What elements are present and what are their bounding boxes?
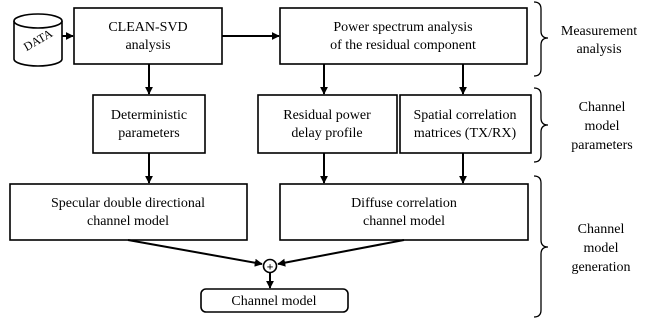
spatial-corr-label-line2: matrices (TX/RX) (414, 126, 517, 141)
diffuse-label-line1: Diffuse correlation (351, 196, 457, 211)
channel-model-output-box: Channel model (200, 288, 349, 313)
measurement-stage-line1: Measurement (561, 24, 637, 39)
spatial-correlation-box: Spatial correlation matrices (TX/RX) (399, 94, 532, 154)
measurement-stage-brace (533, 1, 549, 77)
diffuse-label-line2: channel model (363, 214, 445, 229)
specular-label-line2: channel model (87, 214, 169, 229)
parameters-stage-label: Channel model parameters (571, 100, 632, 153)
generation-stage-label: Channel model generation (571, 222, 630, 275)
deterministic-parameters-box: Deterministic parameters (92, 94, 206, 154)
generation-stage-brace (533, 175, 549, 318)
measurement-stage-label: Measurement analysis (561, 24, 637, 57)
deterministic-label-line1: Deterministic (111, 108, 187, 123)
specular-channel-model-box: Specular double directional channel mode… (9, 183, 248, 241)
residual-pdp-label-line1: Residual power (283, 108, 371, 123)
power-spectrum-label-line1: Power spectrum analysis (333, 20, 472, 35)
deterministic-label-line2: parameters (118, 126, 179, 141)
parameters-stage-brace (533, 87, 549, 163)
clean-svd-label-line1: CLEAN-SVD (108, 20, 187, 35)
diffuse-channel-model-box: Diffuse correlation channel model (279, 183, 529, 241)
power-spectrum-label-line2: of the residual component (330, 38, 476, 53)
parameters-stage-line3: parameters (571, 138, 632, 153)
power-spectrum-box: Power spectrum analysis of the residual … (279, 7, 528, 65)
arrow-specular-to-combiner (127, 239, 263, 267)
arrow-diffuse-to-combiner (277, 239, 405, 267)
residual-power-delay-profile-box: Residual power delay profile (257, 94, 398, 154)
channel-model-label: Channel model (231, 294, 316, 309)
spatial-corr-label-line1: Spatial correlation (413, 108, 516, 123)
parameters-stage-line2: model (585, 119, 620, 134)
generation-stage-line3: generation (571, 260, 630, 275)
combiner-symbol: + (267, 260, 274, 274)
clean-svd-label-line2: analysis (125, 38, 170, 53)
generation-stage-line2: model (584, 241, 619, 256)
specular-label-line1: Specular double directional (51, 196, 205, 211)
measurement-stage-line2: analysis (576, 42, 621, 57)
combiner-plus-node: + (262, 258, 278, 274)
clean-svd-box: CLEAN-SVD analysis (73, 7, 223, 65)
residual-pdp-label-line2: delay profile (291, 126, 362, 141)
data-source-cylinder: DATA (13, 13, 63, 67)
generation-stage-line1: Channel (578, 222, 625, 237)
parameters-stage-line1: Channel (579, 100, 626, 115)
